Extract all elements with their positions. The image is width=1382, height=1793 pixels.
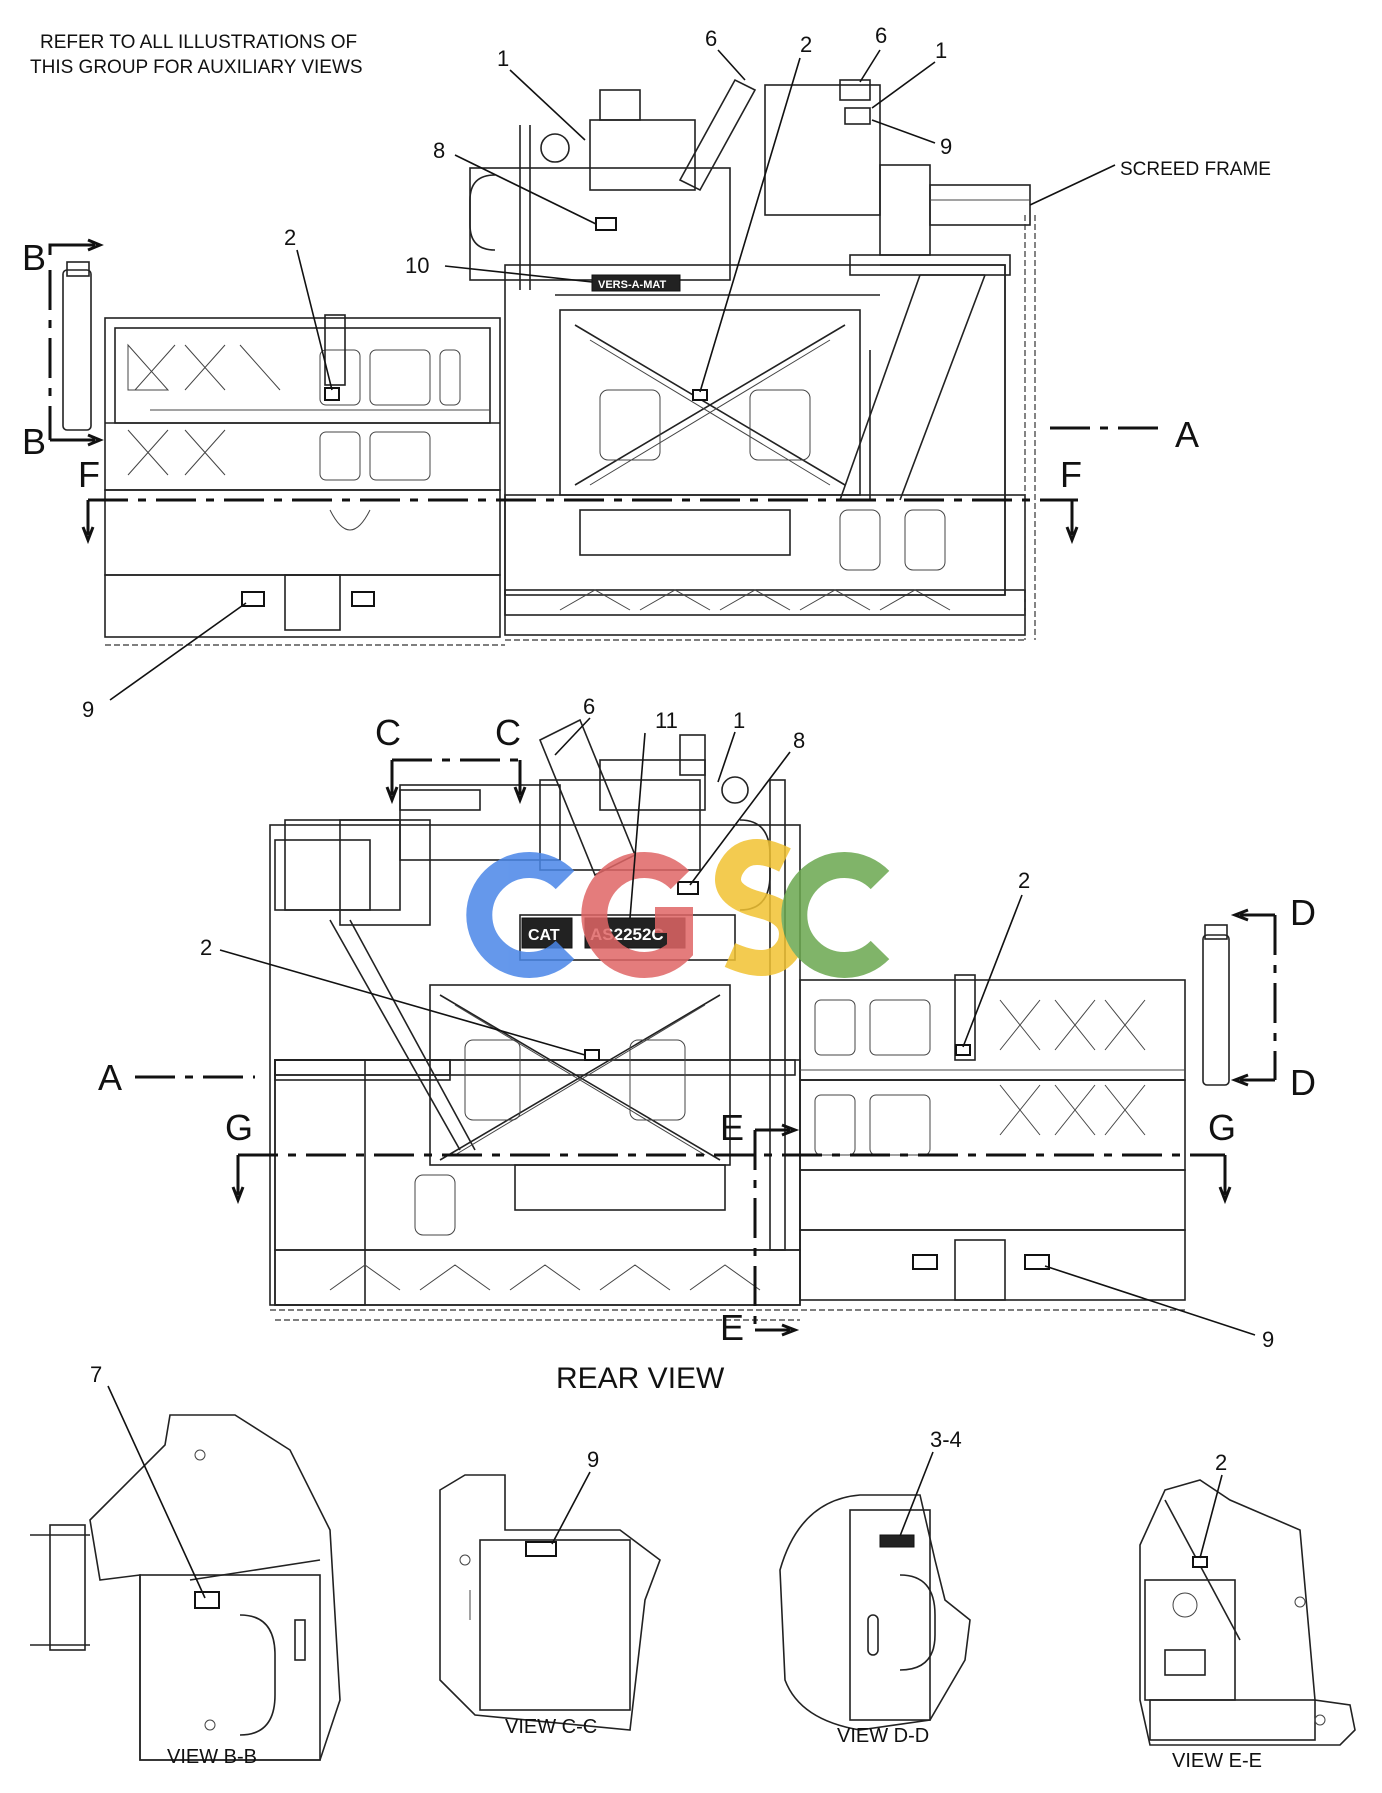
top-view-assembly: VERS-A-MAT: [62, 78, 1036, 646]
decal-9-left-b: [351, 591, 375, 607]
section-a-rear: A: [98, 1057, 122, 1098]
section-markers-rear: C C D D A G G E E: [98, 712, 1316, 1348]
callout-rear-9: 9: [1262, 1327, 1274, 1352]
callout-d-d: 3-4: [930, 1427, 962, 1452]
callout-top-9b: 9: [82, 697, 94, 722]
section-b-bottom: B: [22, 421, 46, 462]
callout-top-1b: 1: [935, 38, 947, 63]
view-c-c: 9 VIEW C-C: [439, 1447, 661, 1738]
view-b-b-title: VIEW B-B: [167, 1746, 257, 1768]
section-b-top: B: [22, 237, 46, 278]
callout-top-9a: 9: [940, 134, 952, 159]
decal-8-rear: [677, 881, 699, 895]
section-a-top: A: [1175, 414, 1199, 455]
section-c-left: C: [375, 712, 401, 753]
callout-top-8: 8: [433, 138, 445, 163]
decal-10-vers-a-mat: [591, 274, 681, 292]
decal-2-rear-center: [584, 1049, 600, 1061]
callout-rear-8: 8: [793, 728, 805, 753]
view-e-e: 2 VIEW E-E: [1139, 1450, 1356, 1772]
decal-3-4: [879, 1534, 915, 1548]
callout-b-b: 7: [90, 1362, 102, 1387]
section-f-right: F: [1060, 454, 1082, 495]
rear-view-assembly: CAT AS2252C: [269, 718, 1230, 1321]
decal-9-left-a: [241, 591, 265, 607]
cgsc-watermark: [466, 839, 890, 978]
callout-rear-6: 6: [583, 694, 595, 719]
section-c-right: C: [495, 712, 521, 753]
callout-rear-1: 1: [733, 708, 745, 733]
note-line-2: THIS GROUP FOR AUXILIARY VIEWS: [30, 57, 363, 78]
rear-view-title: REAR VIEW: [556, 1362, 725, 1395]
view-d-d-title: VIEW D-D: [837, 1725, 929, 1747]
callout-top-2b: 2: [284, 225, 296, 250]
view-c-c-title: VIEW C-C: [505, 1716, 597, 1738]
section-d-bottom: D: [1290, 1062, 1316, 1103]
callout-top-1a: 1: [497, 46, 509, 71]
callout-rear-2b: 2: [1018, 868, 1030, 893]
decal-9-rear-a: [912, 1254, 938, 1270]
section-g-left: G: [225, 1107, 253, 1148]
callout-top-6a: 6: [705, 26, 717, 51]
view-b-b: 7 VIEW B-B: [30, 1362, 341, 1768]
top-view-callouts: 1 6 2 6 1 9 8 2 10 9 SCREED FRAME: [82, 23, 1271, 722]
decal-2-view-e: [1192, 1556, 1208, 1568]
callout-top-6b: 6: [875, 23, 887, 48]
callout-e-e: 2: [1215, 1450, 1227, 1475]
callout-top-10: 10: [405, 253, 429, 278]
screed-frame-label: SCREED FRAME: [1120, 159, 1271, 180]
cat-text: CAT: [528, 927, 560, 944]
view-d-d: 3-4 VIEW D-D: [779, 1427, 971, 1747]
callout-rear-11: 11: [655, 708, 678, 733]
vers-a-mat-text: VERS-A-MAT: [598, 279, 667, 291]
view-e-e-title: VIEW E-E: [1172, 1750, 1262, 1772]
section-g-right: G: [1208, 1107, 1236, 1148]
decal-9-view-c: [525, 1541, 557, 1557]
callout-top-2a: 2: [800, 32, 812, 57]
decal-9-rear-b: [1024, 1254, 1050, 1270]
rear-view-callouts: 6 11 1 8 2 2 9: [200, 694, 1274, 1352]
decal-11-cat: [521, 917, 573, 949]
section-markers-top: B B A F F: [22, 237, 1199, 545]
note-line-1: REFER TO ALL ILLUSTRATIONS OF: [40, 32, 357, 53]
callout-c-c: 9: [587, 1447, 599, 1472]
callout-rear-2a: 2: [200, 935, 212, 960]
section-f-left: F: [78, 454, 100, 495]
decal-7: [194, 1591, 220, 1609]
section-e-top: E: [720, 1107, 744, 1148]
section-e-bottom: E: [720, 1307, 744, 1348]
decal-8-top: [595, 217, 617, 231]
section-d-top: D: [1290, 892, 1316, 933]
